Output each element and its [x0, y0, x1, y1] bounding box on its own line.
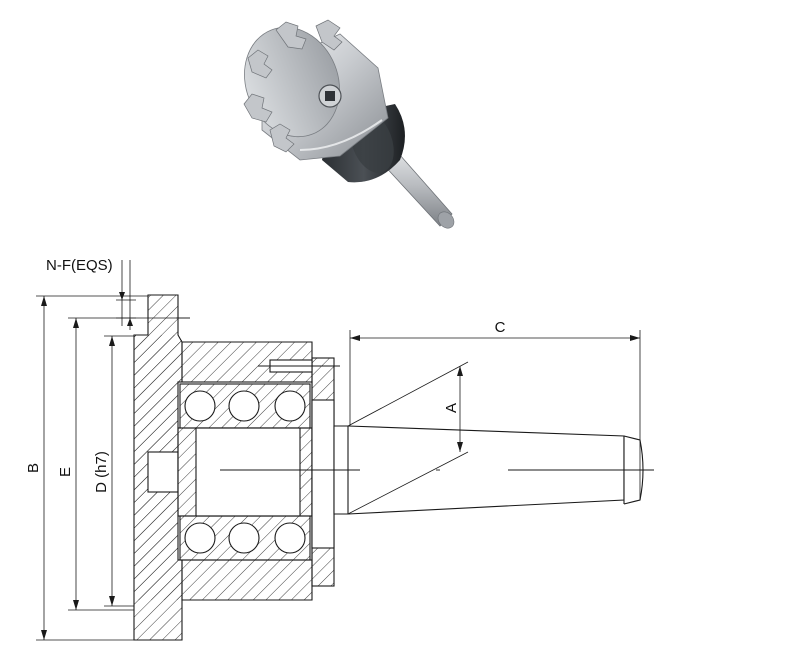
dimension-arrows — [41, 292, 640, 640]
dimension-a-label: A — [443, 403, 460, 413]
thread-label: N-F(EQS) — [46, 257, 113, 274]
bearing-row-upper — [179, 383, 311, 429]
dimension-c-label: C — [495, 319, 506, 336]
lathe-chuck-with-morse-taper-shank-icon — [243, 19, 455, 229]
bearing-row-lower — [179, 515, 311, 561]
dimension-lines — [36, 260, 641, 641]
dimension-e-label: E — [57, 467, 74, 477]
cross-section — [133, 294, 644, 641]
dimension-b-label: B — [25, 463, 42, 473]
dimension-d-label: D (h7) — [93, 451, 110, 493]
